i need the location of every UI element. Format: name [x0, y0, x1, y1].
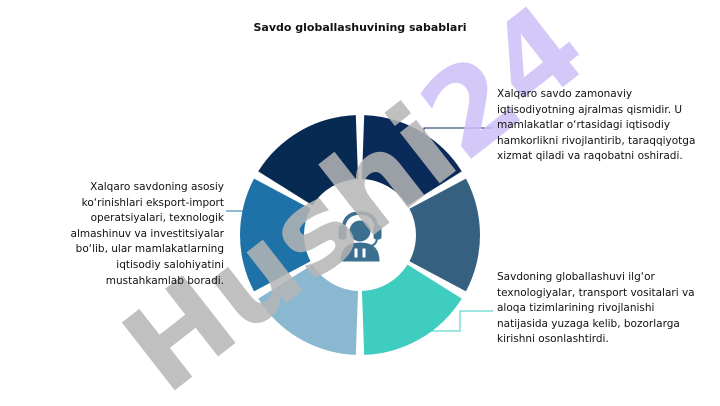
cycle-segment-2 — [361, 115, 462, 206]
connector-top-right — [423, 127, 493, 154]
text-block-left: Xalqaro savdoning asosiy ko‘rinishlari e… — [70, 181, 224, 287]
cycle-segment-3 — [409, 178, 480, 292]
connector-bottom-right — [422, 310, 493, 332]
cycle-segment-1 — [258, 115, 359, 206]
diagram-title: Savdo globallashuvining sabablari — [253, 21, 467, 34]
customer-support-agent-icon — [338, 211, 382, 262]
cycle-segment-4 — [361, 264, 462, 355]
hub — [312, 187, 408, 283]
cycle-segment-6 — [240, 178, 311, 292]
text-block-bottom-right: Savdoning globallashuvi ilg‘or texnologi… — [497, 271, 695, 346]
text-block-top-right: Xalqaro savdo zamonaviy iqtisodiyotning … — [497, 88, 696, 163]
cycle-segment-5 — [258, 264, 359, 355]
